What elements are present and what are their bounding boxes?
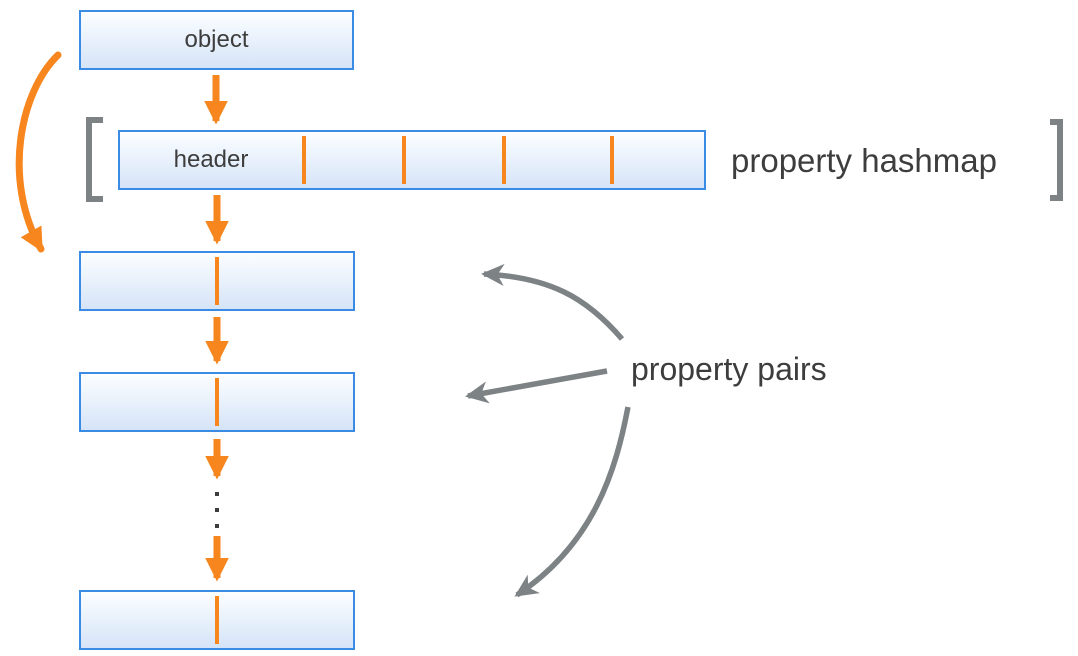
left-bracket — [86, 117, 103, 202]
curved-arrow-object-to-first-pair — [15, 51, 62, 253]
pointer-arrow-to-pair1 — [480, 263, 625, 341]
ellipsis-dot — [215, 492, 219, 496]
pair-divider-icon — [215, 378, 219, 426]
right-bracket — [1050, 119, 1063, 201]
ellipsis-dot — [215, 524, 219, 528]
pair-divider-icon — [215, 596, 219, 644]
pointer-arrow-to-pair3 — [514, 406, 631, 598]
object-label: object — [184, 26, 249, 53]
pointer-arrow-to-pair2 — [465, 368, 608, 404]
vertical-ellipsis — [215, 492, 219, 528]
property-pair-box-3 — [79, 590, 355, 650]
property-pair-box-1 — [79, 251, 355, 311]
property-pair-box-2 — [79, 372, 355, 432]
hashmap-header-box: header — [118, 130, 706, 190]
slot-divider-icon — [302, 136, 306, 184]
header-label: header — [173, 146, 249, 173]
ellipsis-dot — [215, 508, 219, 512]
pair-divider-icon — [215, 257, 219, 305]
pairs-label: property pairs — [631, 351, 827, 387]
slot-divider-icon — [502, 136, 506, 184]
object-box: object — [79, 10, 354, 70]
slot-divider-icon — [610, 136, 614, 184]
slot-divider-icon — [402, 136, 406, 184]
hashmap-label: property hashmap — [731, 142, 997, 179]
